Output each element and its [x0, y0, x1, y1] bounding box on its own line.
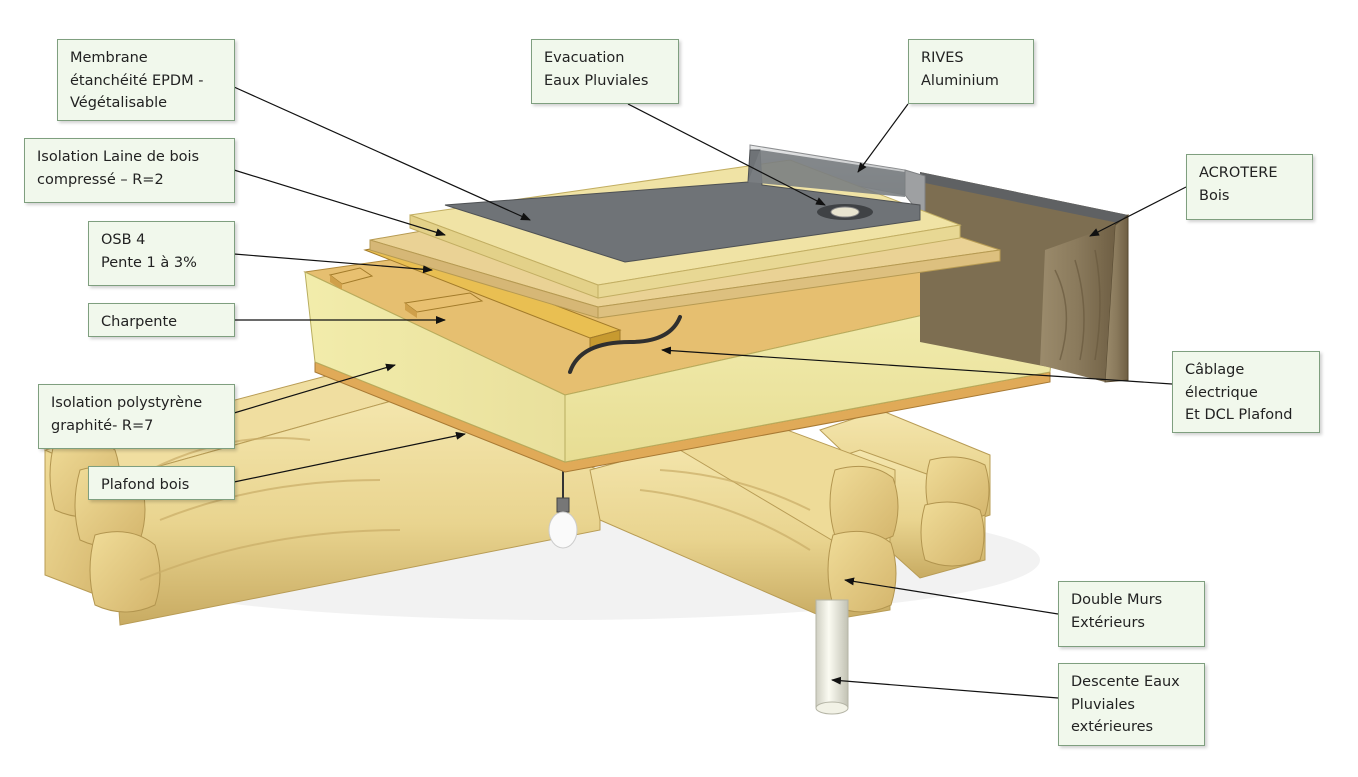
leader-osb — [233, 253, 433, 274]
label-membrane: Membrane étanchéité EPDM - Végétalisable — [57, 39, 235, 121]
light-bulb-icon — [548, 470, 578, 549]
label-descente-line-3: extérieures — [1071, 719, 1154, 735]
label-charpente-line-1: Charpente — [101, 314, 178, 330]
leader-rives — [857, 103, 909, 173]
label-cablage-line-1: Câblage — [1185, 362, 1245, 378]
label-membrane-line-3: Végétalisable — [70, 95, 168, 111]
log-wall-front — [589, 419, 899, 621]
leader-cablage — [661, 346, 1173, 385]
electrical-cable — [568, 315, 682, 374]
leader-plafond — [233, 431, 466, 483]
label-descente-line-2: Pluviales — [1071, 696, 1135, 713]
leader-isolation-poly — [233, 363, 396, 414]
leader-double-murs — [844, 577, 1059, 615]
label-isolation-poly-line-2: graphité- R=7 — [51, 417, 154, 434]
label-osb-line-1: OSB 4 — [101, 232, 146, 248]
label-cablage-line-3: Et DCL Plafond — [1185, 407, 1293, 423]
label-rives-line-1: RIVES — [921, 50, 964, 66]
drain-outlet-icon — [817, 204, 873, 220]
label-acrotere-line-2: Bois — [1199, 187, 1230, 204]
label-cablage-line-2: électrique — [1185, 384, 1258, 401]
label-isolation-poly-line-1: Isolation polystyrène — [51, 395, 203, 411]
label-descente-line-1: Descente Eaux — [1071, 674, 1180, 690]
label-double-murs: Double Murs Extérieurs — [1058, 581, 1205, 647]
label-isolation-laine-line-2: compressé – R=2 — [37, 171, 164, 188]
label-cablage: Câblage électrique Et DCL Plafond — [1172, 351, 1320, 433]
leader-acrotere — [1089, 186, 1187, 237]
leader-membrane — [233, 86, 531, 221]
label-acrotere: ACROTERE Bois — [1186, 154, 1313, 220]
label-charpente: Charpente — [88, 303, 235, 337]
label-osb-line-2: Pente 1 à 3% — [101, 254, 197, 271]
label-plafond-line-1: Plafond bois — [101, 477, 190, 493]
label-isolation-laine-line-1: Isolation Laine de bois — [37, 149, 200, 165]
label-descente: Descente Eaux Pluviales extérieures — [1058, 663, 1205, 746]
label-double-murs-line-1: Double Murs — [1071, 592, 1163, 608]
leader-evacuation — [627, 103, 826, 206]
label-acrotere-line-1: ACROTERE — [1199, 165, 1278, 181]
label-evacuation-line-2: Eaux Pluviales — [544, 72, 649, 89]
label-membrane-line-1: Membrane — [70, 50, 148, 66]
downpipe — [815, 599, 849, 715]
label-double-murs-line-2: Extérieurs — [1071, 614, 1145, 631]
label-isolation-laine: Isolation Laine de bois compressé – R=2 — [24, 138, 235, 203]
leader-lines — [233, 86, 1187, 699]
label-plafond: Plafond bois — [88, 466, 235, 500]
label-rives: RIVES Aluminium — [908, 39, 1034, 104]
label-rives-line-2: Aluminium — [921, 72, 999, 89]
label-osb: OSB 4 Pente 1 à 3% — [88, 221, 235, 286]
label-evacuation-line-1: Evacuation — [544, 50, 625, 66]
label-membrane-line-2: étanchéité EPDM - — [70, 72, 204, 89]
leader-isolation-laine — [233, 169, 446, 237]
leader-descente — [831, 676, 1059, 699]
acrotere-board — [920, 172, 1129, 383]
label-isolation-poly: Isolation polystyrène graphité- R=7 — [38, 384, 235, 449]
label-evacuation: Evacuation Eaux Pluviales — [531, 39, 679, 104]
